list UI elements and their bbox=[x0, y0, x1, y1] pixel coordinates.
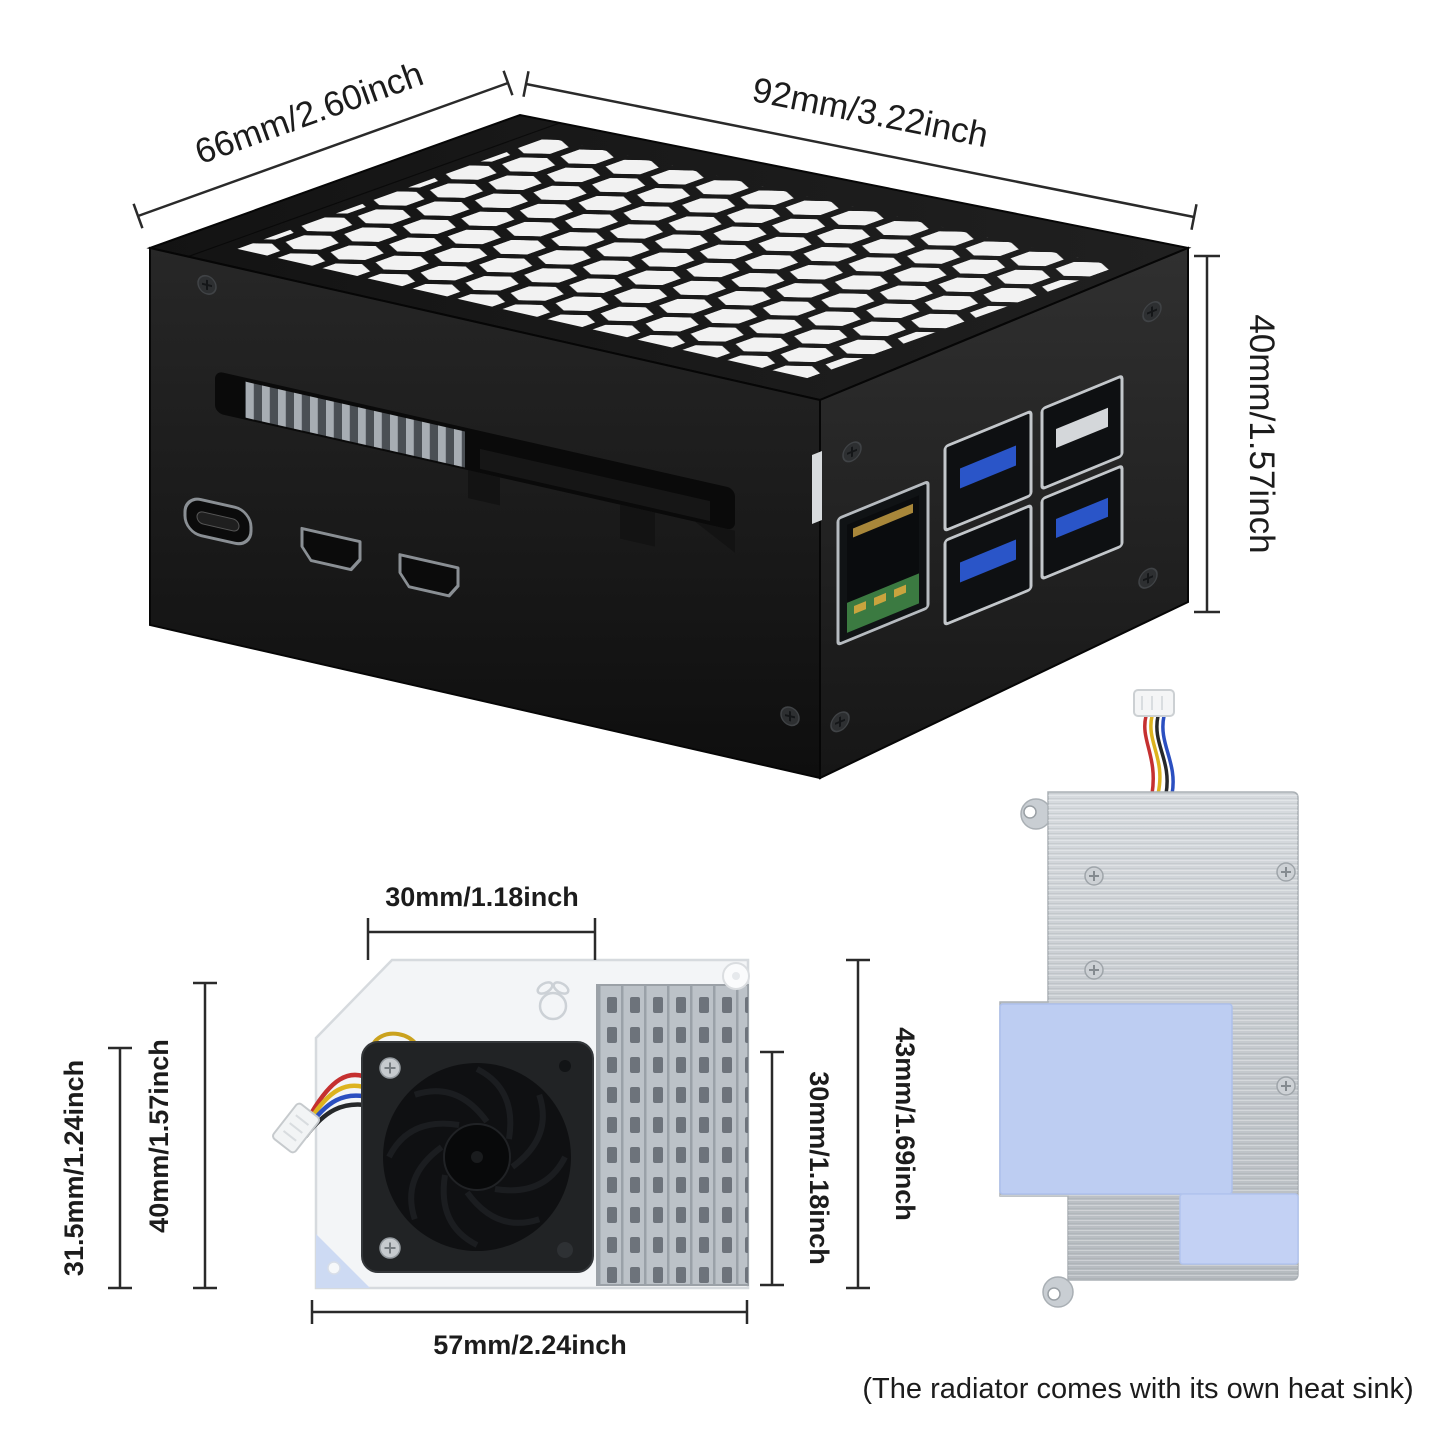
fan-screw-hole bbox=[557, 1242, 573, 1258]
usb2-tongue bbox=[1056, 497, 1108, 539]
ethernet-pins bbox=[853, 503, 913, 538]
fan-dimensions: 30mm/1.18inch 40mm/1.57inch 31.5mm/1.24i… bbox=[59, 882, 920, 1360]
dimension-line-66mm bbox=[137, 81, 509, 218]
top-panel-seam bbox=[187, 123, 560, 257]
plate-tab-hole bbox=[1047, 1287, 1061, 1301]
plate-screws bbox=[1084, 862, 1296, 1096]
micro-hdmi-port-1 bbox=[398, 553, 460, 598]
dimension-line-92mm bbox=[525, 82, 1195, 219]
front-slot-notch-3 bbox=[695, 521, 735, 553]
fan-heatsink-grid bbox=[597, 985, 748, 1285]
radiator-wires bbox=[1143, 714, 1175, 796]
corner-pad bbox=[316, 1234, 370, 1288]
lower-height-label: 31.5mm/1.24inch bbox=[59, 1060, 89, 1276]
radiator-connector bbox=[1133, 689, 1175, 717]
usb-c-tongue bbox=[196, 511, 240, 532]
micro-hdmi-port-0 bbox=[300, 526, 362, 572]
plate-height-label: 40mm/1.57inch bbox=[144, 1039, 174, 1233]
ethernet-contact bbox=[894, 584, 906, 598]
dim-tick bbox=[522, 70, 530, 98]
usb2-tongue bbox=[1056, 407, 1108, 449]
fan-screw-hole bbox=[559, 1060, 571, 1072]
thermal-pad-large bbox=[999, 1003, 1233, 1195]
fan-assembly-photo bbox=[272, 958, 750, 1290]
usb3-tongue bbox=[960, 539, 1016, 583]
front-slot-shadow bbox=[480, 448, 710, 522]
dim-tick bbox=[132, 203, 144, 229]
front-slot-notch-1 bbox=[468, 470, 500, 506]
case-height-label: 40mm/1.57inch bbox=[1242, 314, 1281, 553]
case-corner-highlight bbox=[812, 451, 822, 524]
fan-screw bbox=[379, 1057, 401, 1079]
radiator-note: (The radiator comes with its own heat si… bbox=[862, 1373, 1413, 1405]
thermal-pad-small bbox=[1179, 1193, 1299, 1265]
heatsink-plate-photo bbox=[999, 689, 1299, 1308]
heatsink-height-label: 30mm/1.18inch bbox=[804, 1071, 834, 1265]
dim-tick bbox=[1190, 203, 1198, 231]
total-width-label: 57mm/2.24inch bbox=[433, 1330, 627, 1360]
fan-connector bbox=[272, 1102, 320, 1154]
dim-tick bbox=[502, 70, 514, 96]
fan-screw bbox=[379, 1237, 401, 1259]
ethernet-contact bbox=[854, 601, 866, 615]
fan-blades bbox=[386, 1066, 568, 1248]
front-slot-notch-2 bbox=[620, 504, 655, 547]
fan-width-label: 30mm/1.18inch bbox=[385, 882, 579, 912]
total-height-label: 43mm/1.69inch bbox=[890, 1027, 920, 1221]
case-width-right-label: 92mm/3.22inch bbox=[749, 70, 991, 155]
front-slot-heatsink-fins bbox=[245, 381, 465, 468]
plate-tab-hole bbox=[1023, 805, 1037, 819]
corner-pad-hole bbox=[327, 1261, 341, 1275]
usb3-tongue bbox=[960, 445, 1016, 489]
mount-peg-hole bbox=[732, 972, 740, 980]
ethernet-contact bbox=[874, 592, 886, 606]
honeycomb-vent bbox=[237, 137, 1118, 379]
case-photo bbox=[146, 113, 1192, 780]
case-right-face bbox=[819, 246, 1189, 780]
fan-hub-center bbox=[471, 1151, 483, 1163]
raspberry-logo bbox=[536, 981, 570, 1021]
